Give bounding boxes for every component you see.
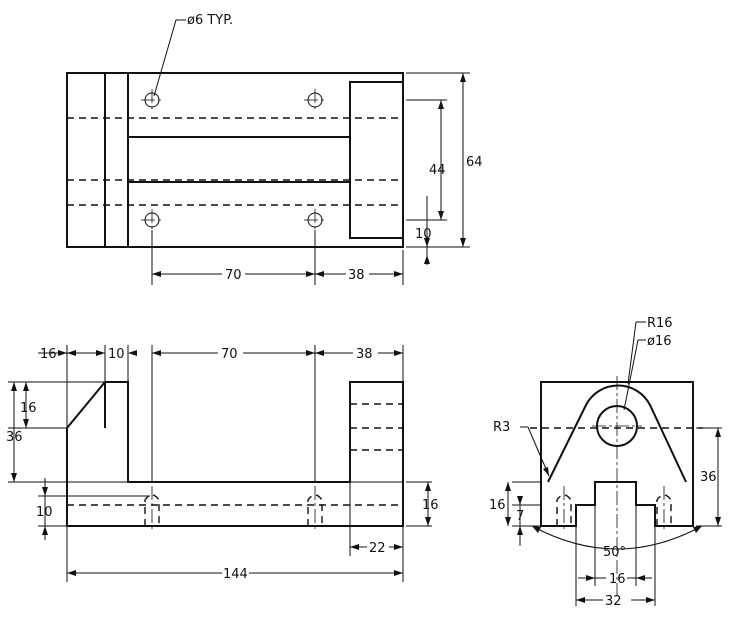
dim-label-38: 38 <box>356 347 373 362</box>
hidden-hole <box>307 486 323 532</box>
dim-label-70: 70 <box>225 268 242 283</box>
angle-label: 50° <box>603 545 626 560</box>
dim-label-38: 38 <box>348 268 365 283</box>
dim-label-16: 16 <box>609 572 626 587</box>
fillet-label: R3 <box>493 420 510 435</box>
dim-label-36: 36 <box>6 430 23 445</box>
dim-label-16: 16 <box>489 498 506 513</box>
dim-label-16: 16 <box>40 347 57 362</box>
dim-label-16: 16 <box>422 498 439 513</box>
dim-label-22: 22 <box>369 541 386 556</box>
side-view-base-outline <box>540 481 694 527</box>
hidden-hole <box>144 486 160 532</box>
hole <box>141 209 163 231</box>
dim-label-36: 36 <box>700 470 717 485</box>
dim-label-144: 144 <box>223 567 248 582</box>
dim-label-70: 70 <box>221 347 238 362</box>
angle-arc <box>531 525 703 550</box>
bore-label: ø16 <box>647 334 672 349</box>
hole <box>304 209 326 231</box>
side-view-arch <box>547 384 687 483</box>
radius-label: R16 <box>647 316 673 331</box>
leader-line <box>627 321 637 385</box>
leader-line <box>153 19 177 97</box>
front-view: 16 10 70 38 16 36 10 16 22 144 <box>6 345 439 582</box>
leader-line <box>623 339 639 411</box>
hidden-hole <box>656 494 672 526</box>
hole <box>141 89 163 111</box>
hidden-hole <box>556 494 572 526</box>
dim-label-64: 64 <box>466 155 483 170</box>
top-view-outline <box>66 72 404 248</box>
dim-label-44: 44 <box>429 163 446 178</box>
hole <box>304 89 326 111</box>
top-view: ø6 TYP. 64 44 10 70 38 <box>66 13 483 285</box>
dim-label-10: 10 <box>108 347 125 362</box>
hole-note: ø6 TYP. <box>187 13 233 28</box>
dim-label-7: 7 <box>516 509 524 524</box>
top-view-end-block <box>349 81 404 239</box>
side-view: R16 ø16 R3 36 16 7 50° 16 32 <box>489 316 722 609</box>
dim-label-16: 16 <box>20 401 37 416</box>
dim-label-32: 32 <box>605 594 622 609</box>
dim-label-10: 10 <box>36 505 53 520</box>
